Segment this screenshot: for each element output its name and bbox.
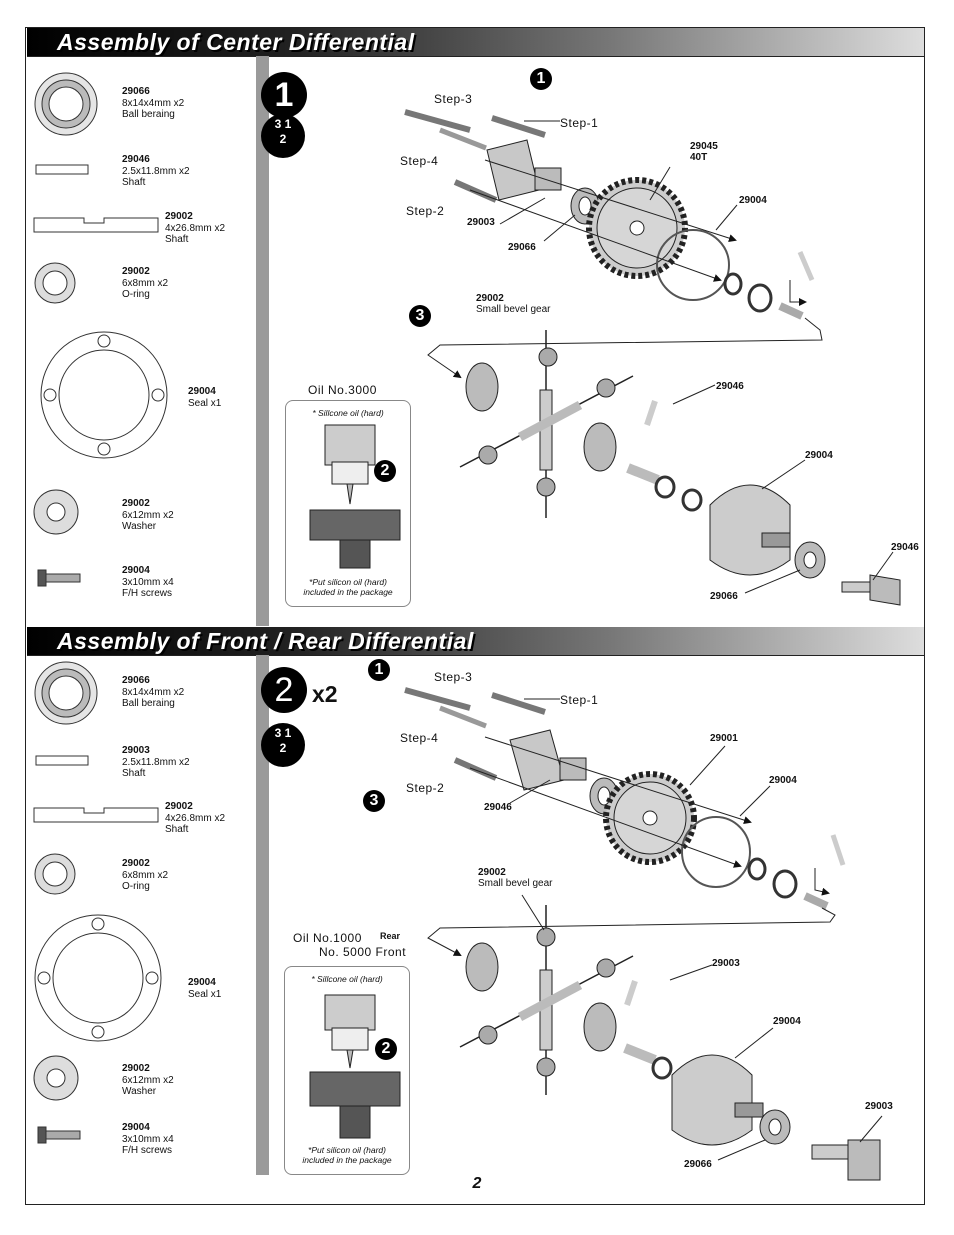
- oil-bottle-icon: [309, 994, 401, 1139]
- spider-gear-set: [459, 330, 634, 518]
- oil-label: Oil No.1000: [293, 931, 362, 945]
- outdrive-drawing: [841, 574, 901, 606]
- washer-icon: [33, 489, 79, 535]
- bearing-drawing: [759, 1109, 791, 1145]
- callout-label: 29003: [467, 217, 495, 228]
- page-frame: [25, 27, 925, 1205]
- sub-step-badge-3: 3: [409, 305, 431, 327]
- step-label: Step-3: [434, 92, 473, 106]
- section-title-front-rear: Assembly of Front / Rear Differential: [57, 628, 474, 654]
- oil-label: Oil No.3000: [308, 383, 377, 397]
- page-number: 2: [472, 1175, 482, 1192]
- callout-label: 29066: [508, 242, 536, 253]
- ring-gear-drawing: [586, 177, 688, 279]
- bearing-icon: [34, 72, 98, 136]
- section-title-center: Assembly of Center Differential: [57, 29, 415, 55]
- diff-case-drawing: [671, 1054, 764, 1146]
- ring-gear-drawing: [603, 771, 697, 865]
- section-banner-center: Assembly of Center Differential: [27, 28, 924, 56]
- shaft-icon: [35, 755, 89, 766]
- callout-label: 29003: [865, 1101, 893, 1112]
- seal-icon: [34, 914, 162, 1042]
- sub-step-badge-1: 1: [530, 68, 552, 90]
- callout-label: 29001: [710, 733, 738, 744]
- section-vbar: [256, 655, 269, 1175]
- seal-icon: [40, 331, 168, 459]
- diff-cup: [509, 729, 587, 791]
- o-ring-icon: [34, 262, 76, 304]
- washer-icon: [33, 1055, 79, 1101]
- notched-shaft-icon: [33, 807, 159, 823]
- section-divider: [27, 56, 924, 57]
- step-label: Step-3: [434, 670, 473, 684]
- shaft-icon: [35, 164, 89, 175]
- step-number-badge: 2: [261, 667, 307, 713]
- callout-label: 29004: [739, 195, 767, 206]
- section-divider: [27, 655, 924, 656]
- oil-rear-label: Rear: [380, 931, 401, 941]
- screw-icon: [37, 1126, 81, 1144]
- step-label: Step-1: [560, 116, 599, 130]
- step-label: Step-1: [560, 693, 599, 707]
- callout-label: 29004: [769, 775, 797, 786]
- callout-label: 29004: [805, 450, 833, 461]
- sub-step-badge-3: 3: [363, 790, 385, 812]
- oil-bottle-icon: [309, 424, 401, 569]
- callout-label: 29066: [684, 1159, 712, 1170]
- screw-icon: [37, 569, 81, 587]
- step-label: Step-4: [400, 731, 439, 745]
- section-banner-front-rear: Assembly of Front / Rear Differential: [27, 627, 924, 655]
- outdrive-drawing: [811, 1139, 881, 1181]
- oil-front-label: No. 5000 Front: [319, 945, 407, 959]
- callout-label: 29046: [891, 542, 919, 553]
- callout-label: 29004: [773, 1016, 801, 1027]
- callout-label: 29003: [712, 958, 740, 969]
- spider-gear-set: [459, 905, 634, 1095]
- step-label: Step-4: [400, 154, 439, 168]
- sub-step-badge-1: 1: [368, 659, 390, 681]
- step-label: Step-2: [406, 781, 445, 795]
- step-label: Step-2: [406, 204, 445, 218]
- callout-label: 29066: [710, 591, 738, 602]
- sub-step-badge-2: 2: [374, 460, 396, 482]
- bearing-drawing: [794, 541, 826, 579]
- o-ring-icon: [34, 853, 76, 895]
- diff-cup: [486, 139, 562, 201]
- notched-shaft-icon: [33, 217, 159, 233]
- step-number-badge: 1: [261, 72, 307, 118]
- bearing-icon: [34, 661, 98, 725]
- callout-label: 29046: [716, 381, 744, 392]
- section-vbar: [256, 56, 269, 626]
- sub-step-badge-2: 2: [375, 1038, 397, 1060]
- callout-label: 29046: [484, 802, 512, 813]
- diff-case-drawing: [709, 484, 791, 576]
- multiplier-label: x2: [312, 681, 338, 707]
